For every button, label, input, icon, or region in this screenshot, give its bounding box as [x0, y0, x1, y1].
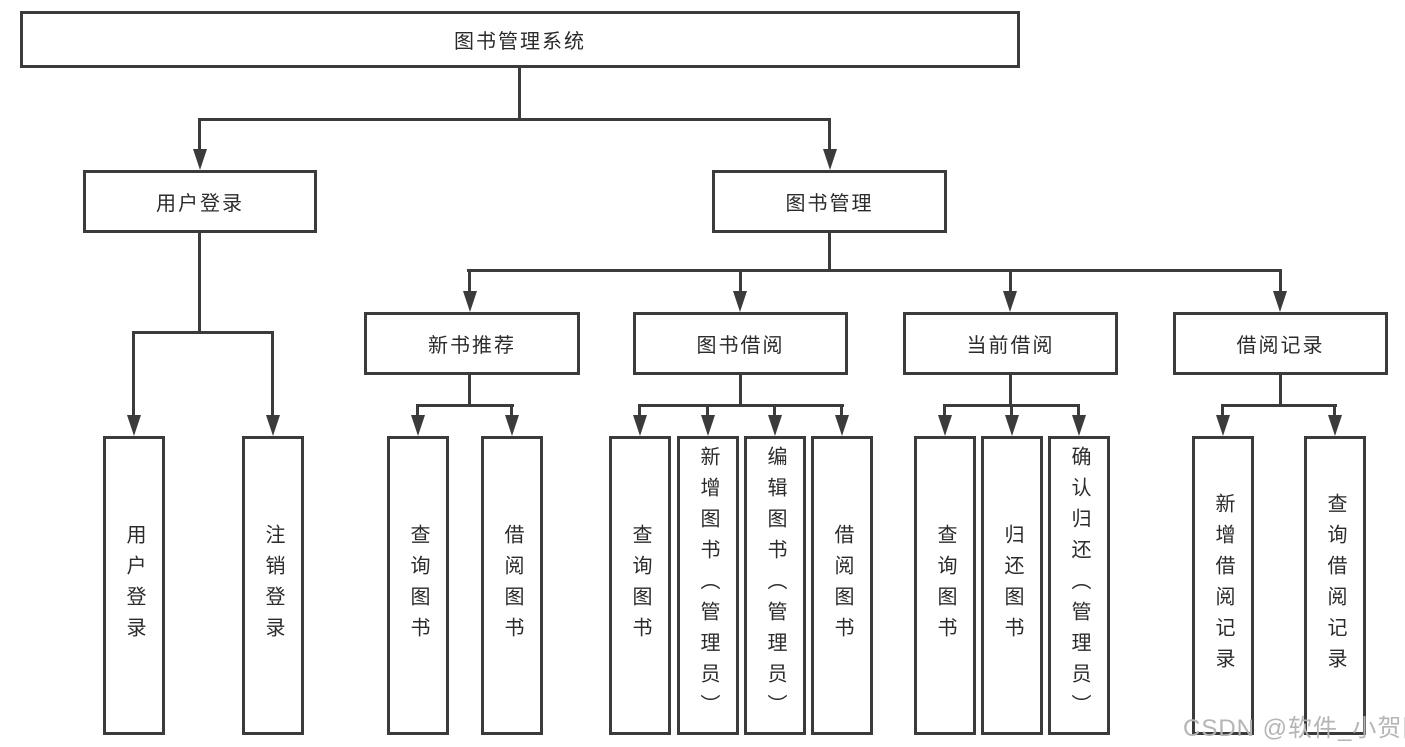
node-confirm-return-admin: 确认归还（管理员） [1048, 436, 1110, 735]
leaf-label: 归还图书 [1001, 523, 1023, 648]
arrow-down-icon [505, 415, 519, 436]
connector-vline [638, 404, 641, 417]
leaf-label: 查询借阅记录 [1324, 492, 1346, 679]
node-borrow-books-borrow: 借阅图书 [811, 436, 873, 735]
connector-vline [1221, 404, 1224, 417]
csdn-watermark: CSDN @软件_小贺同学 [1183, 715, 1405, 742]
connector-vline [840, 404, 843, 417]
node-return-book: 归还图书 [981, 436, 1043, 735]
node-current-borrow: 当前借阅 [903, 312, 1118, 375]
connector-vline [518, 68, 521, 118]
connector-vline [271, 331, 274, 418]
leaf-label: 查询图书 [407, 523, 429, 648]
node-query-books-recommend: 查询图书 [387, 436, 449, 735]
node-query-books-borrow: 查询图书 [609, 436, 671, 735]
leaf-label: 查询图书 [629, 523, 651, 648]
leaf-label: 新增图书（管理员） [697, 446, 719, 725]
node-book-borrow: 图书借阅 [633, 312, 848, 375]
arrow-down-icon [463, 291, 477, 312]
arrow-down-icon [633, 415, 647, 436]
leaf-label: 确认归还（管理员） [1068, 446, 1090, 725]
connector-vline [828, 118, 831, 152]
connector-vline [1077, 404, 1080, 417]
connector-vline [132, 331, 135, 418]
arrow-down-icon [411, 415, 425, 436]
leaf-label: 注销登录 [262, 523, 284, 648]
connector-hline [1221, 404, 1337, 407]
connector-hline [132, 331, 274, 334]
connector-vline [739, 269, 742, 293]
arrow-down-icon [835, 415, 849, 436]
node-new-book-recommend: 新书推荐 [364, 312, 580, 375]
arrow-down-icon [1072, 415, 1086, 436]
connector-vline [510, 404, 513, 417]
node-add-borrow-record: 新增借阅记录 [1192, 436, 1254, 735]
arrow-down-icon [1328, 415, 1342, 436]
arrow-down-icon [701, 415, 715, 436]
node-book-management: 图书管理 [712, 170, 947, 233]
leaf-label: 新增借阅记录 [1212, 492, 1234, 679]
connector-vline [943, 404, 946, 417]
connector-vline [198, 118, 201, 152]
connector-vline [1279, 269, 1282, 293]
node-logout: 注销登录 [242, 436, 304, 735]
connector-vline [828, 233, 831, 271]
connector-vline [773, 404, 776, 417]
arrow-down-icon [1273, 291, 1287, 312]
connector-vline [468, 375, 471, 406]
arrow-down-icon [768, 415, 782, 436]
node-query-books-current: 查询图书 [914, 436, 976, 735]
leaf-label: 用户登录 [123, 523, 145, 648]
leaf-label: 借阅图书 [501, 523, 523, 648]
connector-vline [739, 375, 742, 406]
arrow-down-icon [733, 291, 747, 312]
connector-hline [198, 118, 831, 121]
arrow-down-icon [127, 415, 141, 436]
connector-hline [416, 404, 514, 407]
leaf-label: 借阅图书 [831, 523, 853, 648]
connector-vline [468, 269, 471, 293]
node-library-management-system: 图书管理系统 [20, 11, 1020, 68]
arrow-down-icon [266, 415, 280, 436]
leaf-label: 编辑图书（管理员） [764, 446, 786, 725]
node-borrow-records: 借阅记录 [1173, 312, 1388, 375]
arrow-down-icon [823, 149, 837, 170]
node-user-login: 用户登录 [83, 170, 317, 233]
node-query-borrow-record: 查询借阅记录 [1304, 436, 1366, 735]
node-edit-book-admin: 编辑图书（管理员） [744, 436, 806, 735]
connector-vline [1009, 269, 1012, 293]
connector-vline [1279, 375, 1282, 406]
connector-vline [1333, 404, 1336, 417]
connector-hline [467, 269, 1281, 272]
node-user-login-leaf: 用户登录 [103, 436, 165, 735]
arrow-down-icon [1003, 291, 1017, 312]
node-add-book-admin: 新增图书（管理员） [677, 436, 739, 735]
arrow-down-icon [938, 415, 952, 436]
arrow-down-icon [1216, 415, 1230, 436]
leaf-label: 查询图书 [934, 523, 956, 648]
connector-vline [706, 404, 709, 417]
node-borrow-books-recommend: 借阅图书 [481, 436, 543, 735]
connector-hline [638, 404, 844, 407]
arrow-down-icon [1005, 415, 1019, 436]
connector-vline [1010, 404, 1013, 417]
connector-vline [1009, 375, 1012, 406]
connector-vline [198, 233, 201, 333]
arrow-down-icon [193, 149, 207, 170]
connector-vline [416, 404, 419, 417]
